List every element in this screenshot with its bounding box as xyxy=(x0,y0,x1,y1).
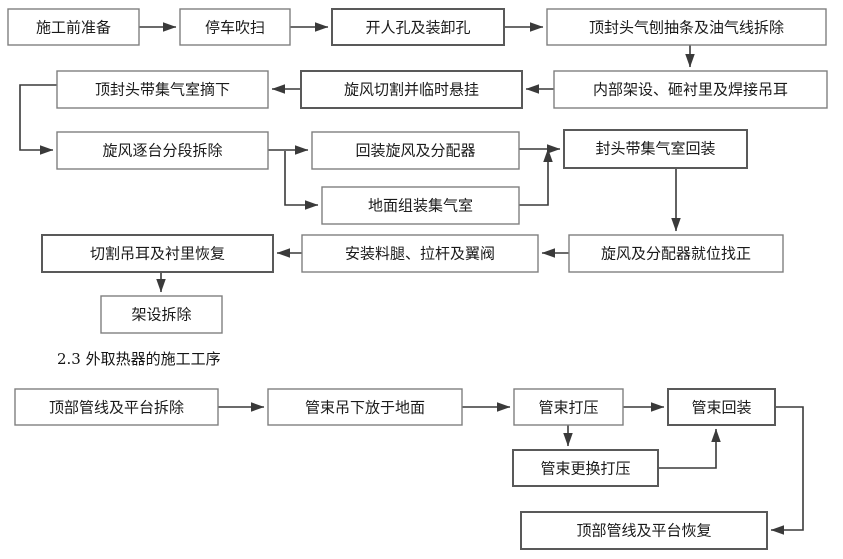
node-label: 顶封头带集气室摘下 xyxy=(95,81,230,99)
edge-n10-n11 xyxy=(519,148,553,206)
node-box xyxy=(56,131,269,170)
edge-layer-bottom xyxy=(218,402,804,535)
node-label: 管束打压 xyxy=(538,399,598,417)
node-label: 旋风逐台分段拆除 xyxy=(102,142,222,160)
node-box xyxy=(520,511,768,550)
node-box xyxy=(300,70,523,109)
node-label: 管束回装 xyxy=(691,399,751,417)
node-b5[interactable]: 管束更换打压 xyxy=(512,449,659,487)
node-b2[interactable]: 管束吊下放于地面 xyxy=(267,388,463,426)
node-box xyxy=(311,131,520,170)
node-label: 封头带集气室回装 xyxy=(595,140,715,158)
node-label: 停车吹扫 xyxy=(205,19,265,37)
node-box xyxy=(667,388,776,426)
node-box xyxy=(513,388,624,426)
node-n4[interactable]: 顶封头气刨抽条及油气线拆除 xyxy=(546,8,827,46)
node-n1[interactable]: 施工前准备 xyxy=(7,8,140,46)
node-n3[interactable]: 开人孔及装卸孔 xyxy=(331,8,505,46)
node-label: 顶部管线及平台恢复 xyxy=(576,522,711,540)
node-n9[interactable]: 回装旋风及分配器 xyxy=(311,131,520,170)
node-box xyxy=(546,8,827,46)
node-b4[interactable]: 管束回装 xyxy=(667,388,776,426)
node-n7[interactable]: 顶封头带集气室摘下 xyxy=(56,70,269,109)
edge-layer-top xyxy=(19,22,695,293)
node-box xyxy=(568,234,784,273)
node-label: 开人孔及装卸孔 xyxy=(365,19,470,37)
node-label: 旋风切割并临时悬挂 xyxy=(344,81,479,99)
node-box xyxy=(553,70,828,109)
node-box xyxy=(7,8,140,46)
node-n15[interactable]: 架设拆除 xyxy=(100,295,223,334)
node-box xyxy=(56,70,269,109)
node-n12[interactable]: 旋风及分配器就位找正 xyxy=(568,234,784,273)
node-n14[interactable]: 切割吊耳及衬里恢复 xyxy=(41,234,274,273)
node-n13[interactable]: 安装料腿、拉杆及翼阀 xyxy=(301,234,539,273)
node-box xyxy=(100,295,223,334)
node-label: 回装旋风及分配器 xyxy=(355,142,475,160)
edge-n8-n10 xyxy=(284,151,319,210)
node-n10[interactable]: 地面组装集气室 xyxy=(321,186,520,225)
node-n11[interactable]: 封头带集气室回装 xyxy=(563,129,748,169)
node-n5[interactable]: 内部架设、砸衬里及焊接吊耳 xyxy=(553,70,828,109)
node-label: 管束更换打压 xyxy=(540,460,630,478)
node-label: 顶部管线及平台拆除 xyxy=(49,399,184,417)
node-box xyxy=(14,388,219,426)
node-box xyxy=(512,449,659,487)
node-n8[interactable]: 旋风逐台分段拆除 xyxy=(56,131,269,170)
node-n2[interactable]: 停车吹扫 xyxy=(179,8,291,46)
node-box xyxy=(267,388,463,426)
edge-b5-b4 xyxy=(658,428,721,469)
node-b1[interactable]: 顶部管线及平台拆除 xyxy=(14,388,219,426)
edge-b4-b6 xyxy=(770,406,804,535)
edge-n7-n8 xyxy=(19,84,57,155)
section-heading: 2.3 外取热器的施工工序 xyxy=(57,350,221,368)
node-label: 旋风及分配器就位找正 xyxy=(601,245,751,263)
node-b3[interactable]: 管束打压 xyxy=(513,388,624,426)
flowchart-bottom: 顶部管线及平台拆除 管束吊下放于地面 管束打压 管束回装 管束更换打压 顶部管线… xyxy=(14,388,804,550)
node-b6[interactable]: 顶部管线及平台恢复 xyxy=(520,511,768,550)
node-box xyxy=(331,8,505,46)
node-label: 内部架设、砸衬里及焊接吊耳 xyxy=(593,81,788,99)
node-label: 顶封头气刨抽条及油气线拆除 xyxy=(589,19,784,37)
node-box xyxy=(563,129,748,169)
node-n6[interactable]: 旋风切割并临时悬挂 xyxy=(300,70,523,109)
flowchart-top: 施工前准备 停车吹扫 开人孔及装卸孔 顶封头气刨抽条及油气线拆除 内部架设、砸衬… xyxy=(7,8,828,334)
node-label: 安装料腿、拉杆及翼阀 xyxy=(345,245,495,263)
node-box xyxy=(179,8,291,46)
node-label: 切割吊耳及衬里恢复 xyxy=(90,245,225,263)
node-box xyxy=(41,234,274,273)
node-label: 管束吊下放于地面 xyxy=(305,399,425,417)
node-label: 施工前准备 xyxy=(36,19,111,37)
node-label: 架设拆除 xyxy=(131,306,191,324)
node-box xyxy=(321,186,520,225)
node-label: 地面组装集气室 xyxy=(368,197,473,215)
node-box xyxy=(301,234,539,273)
